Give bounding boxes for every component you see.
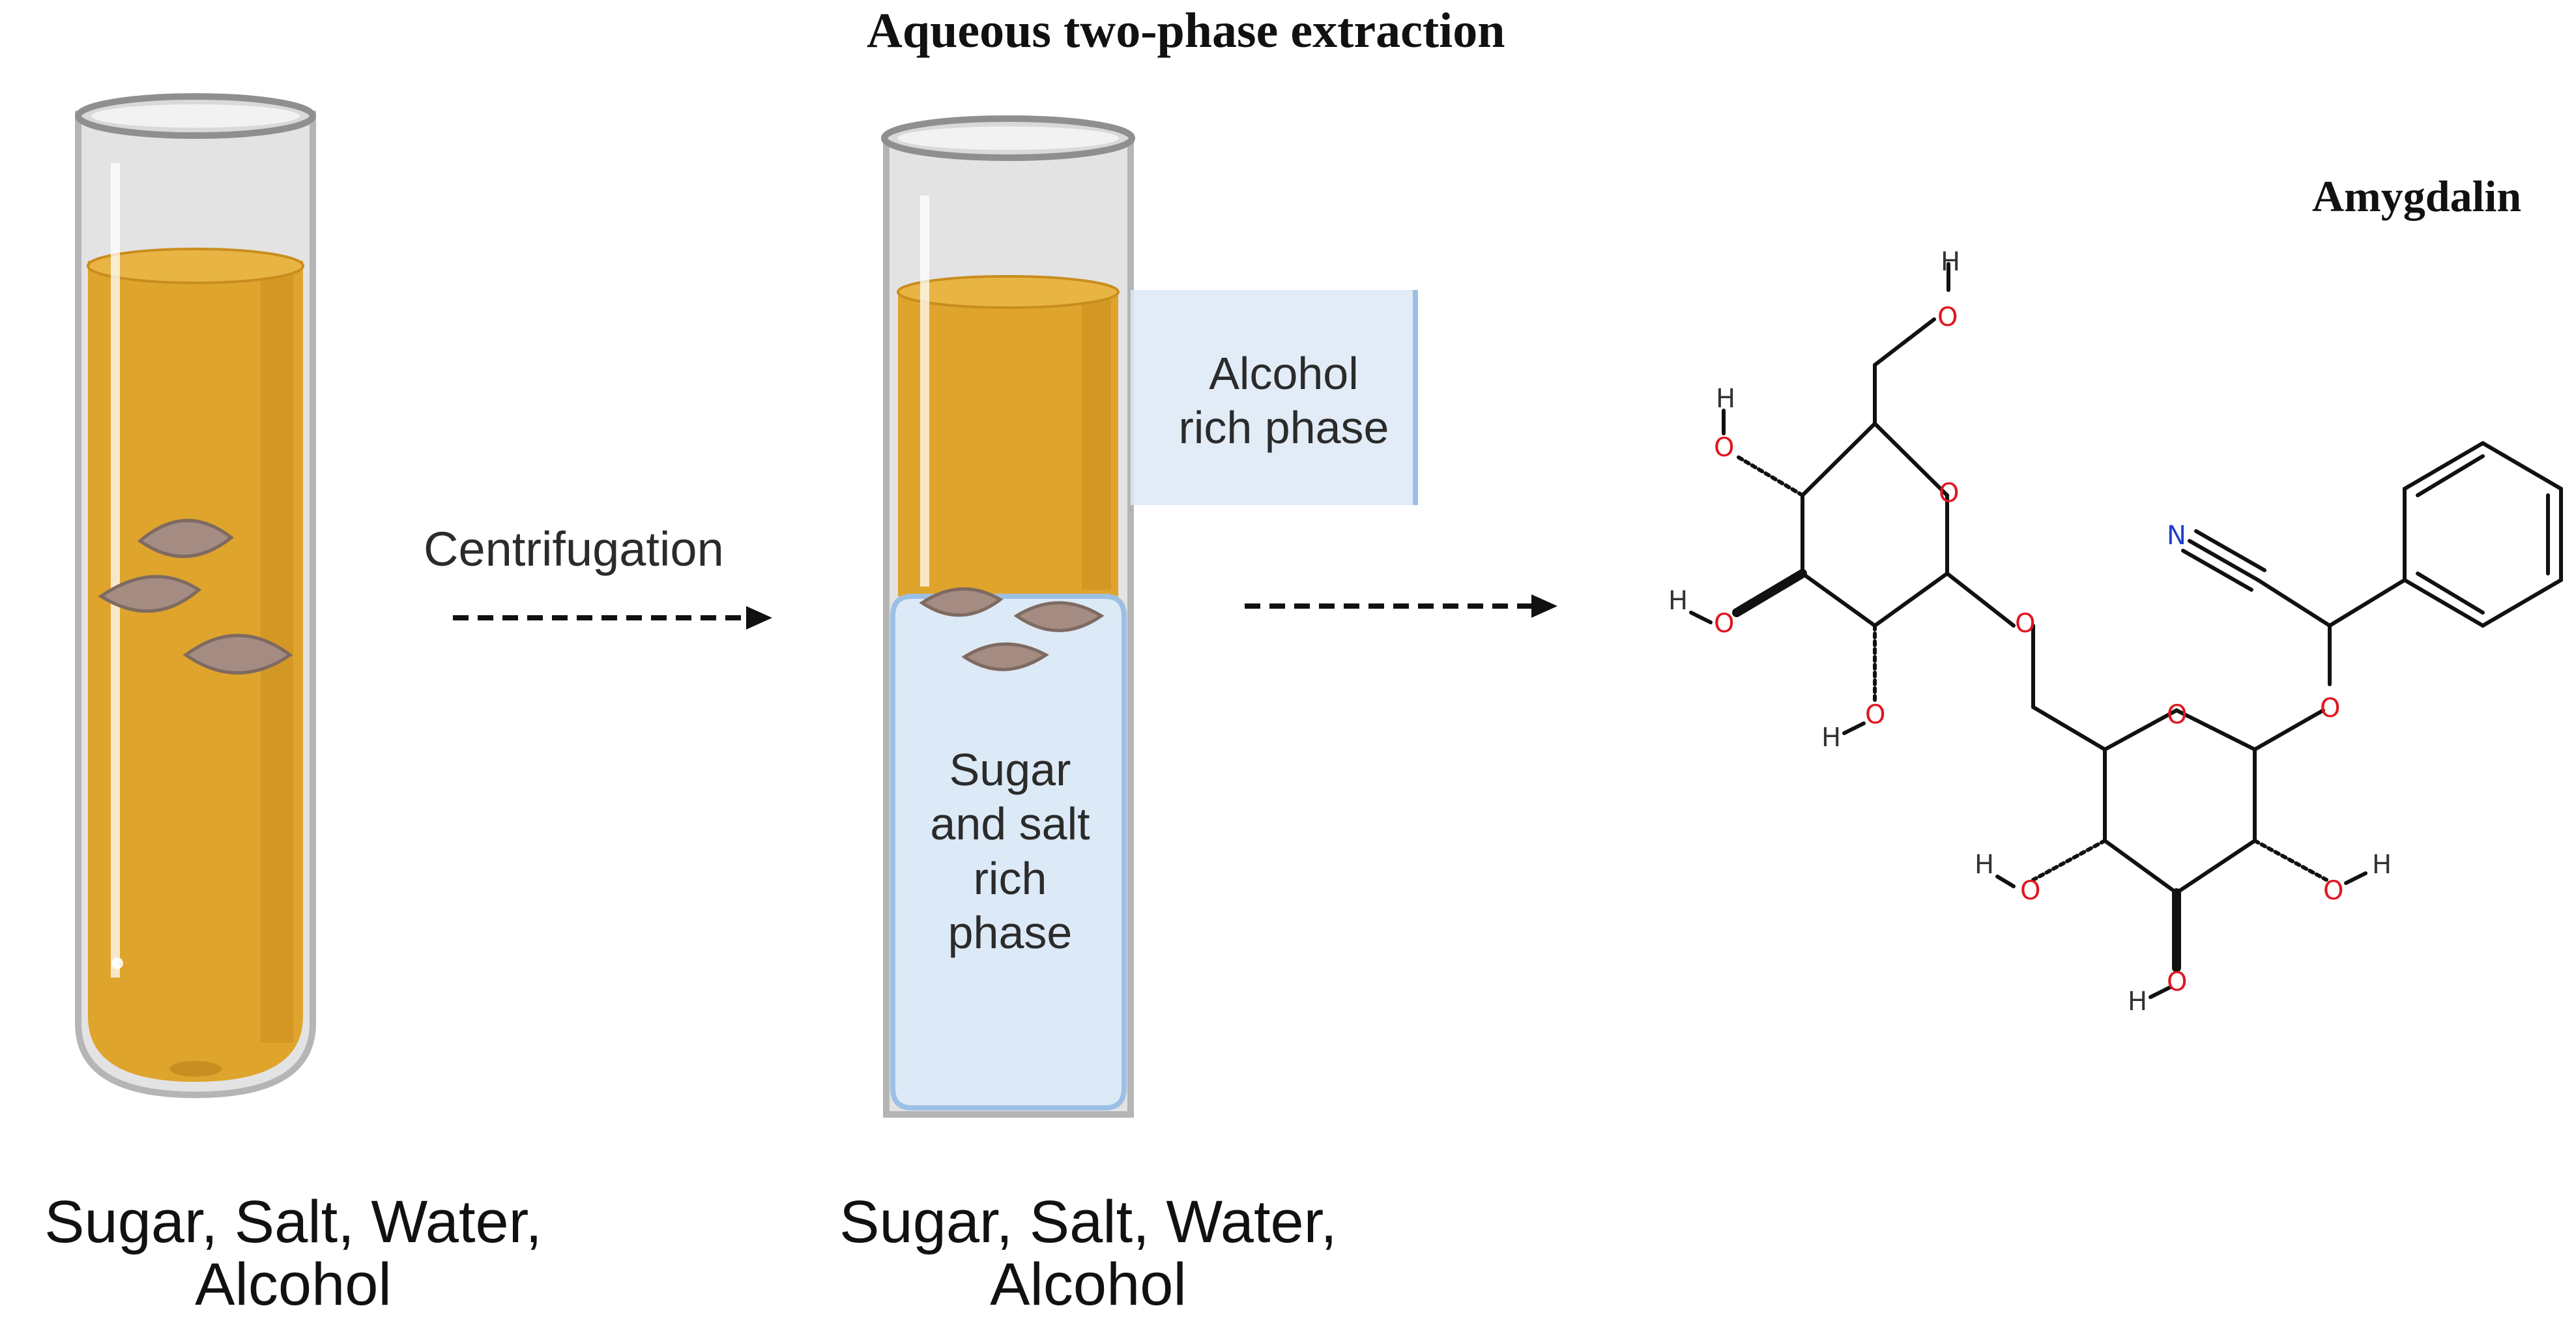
bonds-lower-ring	[2103, 708, 2257, 895]
seed-right-3	[961, 642, 1049, 671]
tube-left-rim-inner	[91, 104, 300, 128]
bond-phenyl-double-1	[2416, 454, 2485, 497]
seed-right-2	[1013, 601, 1105, 632]
tube-right-top-phase	[898, 290, 1118, 596]
atom-o-oh-4: O	[2020, 876, 2040, 906]
bond-h-5	[1995, 875, 2016, 888]
bond-upper-ch2-o	[1873, 317, 1936, 367]
atom-labels: O H O O H O H O H O O O N O H O H O H	[1668, 247, 2392, 1017]
atom-o-oh-1: O	[1714, 433, 1734, 463]
test-tube-right	[881, 115, 1418, 1118]
arrow-to-molecule	[1245, 594, 1557, 618]
bond-h-3	[1689, 611, 1713, 624]
seed-left-2	[98, 575, 202, 613]
atom-o-oh-6: O	[2323, 876, 2343, 906]
tube-left-bubble	[111, 957, 123, 969]
atom-o-ring-lower: O	[2167, 700, 2187, 730]
bond-ch-cn	[2256, 578, 2332, 628]
atom-h-oh-5: H	[2128, 987, 2147, 1017]
atom-o-glycosidic-2: O	[2320, 693, 2340, 723]
atom-h-ch2oh: H	[1941, 247, 1960, 277]
atom-h-oh-1: H	[1716, 384, 1735, 414]
amygdalin-structure	[1689, 262, 2563, 999]
arrow-centrifugation	[453, 606, 772, 630]
figure-title: Aqueous two-phase extraction	[867, 3, 1505, 58]
bond-upper-oh-2	[1732, 569, 1807, 617]
centrifugation-label: Centrifugation	[424, 522, 724, 576]
atom-o-oh-2: O	[1714, 609, 1734, 639]
tube-left-caption: Sugar, Salt, Water, Alcohol	[44, 1189, 542, 1318]
atom-h-oh-3: H	[1821, 723, 1841, 753]
tube-left-bottom-shadow	[169, 1061, 222, 1077]
tube-left-liquid	[88, 261, 303, 1082]
tube-right-caption: Sugar, Salt, Water, Alcohol	[839, 1189, 1337, 1318]
seed-right-1	[919, 587, 1004, 617]
tube-left-meniscus	[87, 248, 304, 284]
atom-o-ring-upper: O	[1939, 478, 1959, 508]
tube-right-meniscus	[897, 275, 1120, 309]
bond-lower-oh-3	[2253, 839, 2328, 882]
bond-upper-oh-1	[1735, 454, 1804, 497]
bond-c-n-2	[2181, 549, 2253, 592]
bond-h-6	[2149, 985, 2172, 999]
atom-h-oh-6: H	[2372, 850, 2392, 880]
bond-h-4	[1842, 721, 1866, 735]
bond-c-n-1	[2188, 539, 2260, 582]
bond-phenyl-double-3	[2416, 572, 2485, 615]
atom-o-oh-3: O	[1865, 700, 1885, 730]
bond-lower-glycosidic	[2253, 708, 2325, 751]
bond-link-ch2	[2031, 705, 2107, 751]
atom-n-nitrile: N	[2167, 521, 2186, 551]
atom-o-oh-5: O	[2167, 967, 2187, 997]
atom-o-ch2oh: O	[1937, 302, 1958, 332]
tube-right-top-shade	[1082, 300, 1111, 590]
sugar-salt-phase-label: Sugar and salt rich phase	[930, 744, 1090, 958]
atom-o-glycosidic-1: O	[2015, 609, 2035, 639]
bond-c-n-3	[2194, 529, 2266, 572]
bonds-phenyl	[2403, 441, 2563, 628]
test-tube-left	[75, 93, 316, 1099]
alcohol-phase-box	[1131, 290, 1417, 505]
tube-right-bottom-phase	[890, 594, 1127, 1111]
bond-ch-phenyl	[2328, 578, 2407, 628]
atom-h-oh-2: H	[1668, 586, 1688, 616]
bond-lower-oh-1	[2031, 839, 2107, 882]
molecule-name: Amygdalin	[2312, 171, 2522, 221]
alcohol-phase-label: Alcohol rich phase	[1178, 348, 1389, 454]
bond-upper-glycosidic	[1945, 572, 2016, 628]
seed-left-3	[182, 633, 293, 675]
bond-h-7	[2344, 871, 2367, 885]
bonds-upper-ring	[1801, 422, 1949, 628]
atom-h-oh-4: H	[1975, 850, 1994, 880]
seed-left-1	[137, 519, 235, 559]
tube-left-highlight	[111, 163, 120, 978]
tube-right-highlight	[920, 196, 929, 587]
tube-right-rim-inner	[897, 126, 1119, 150]
